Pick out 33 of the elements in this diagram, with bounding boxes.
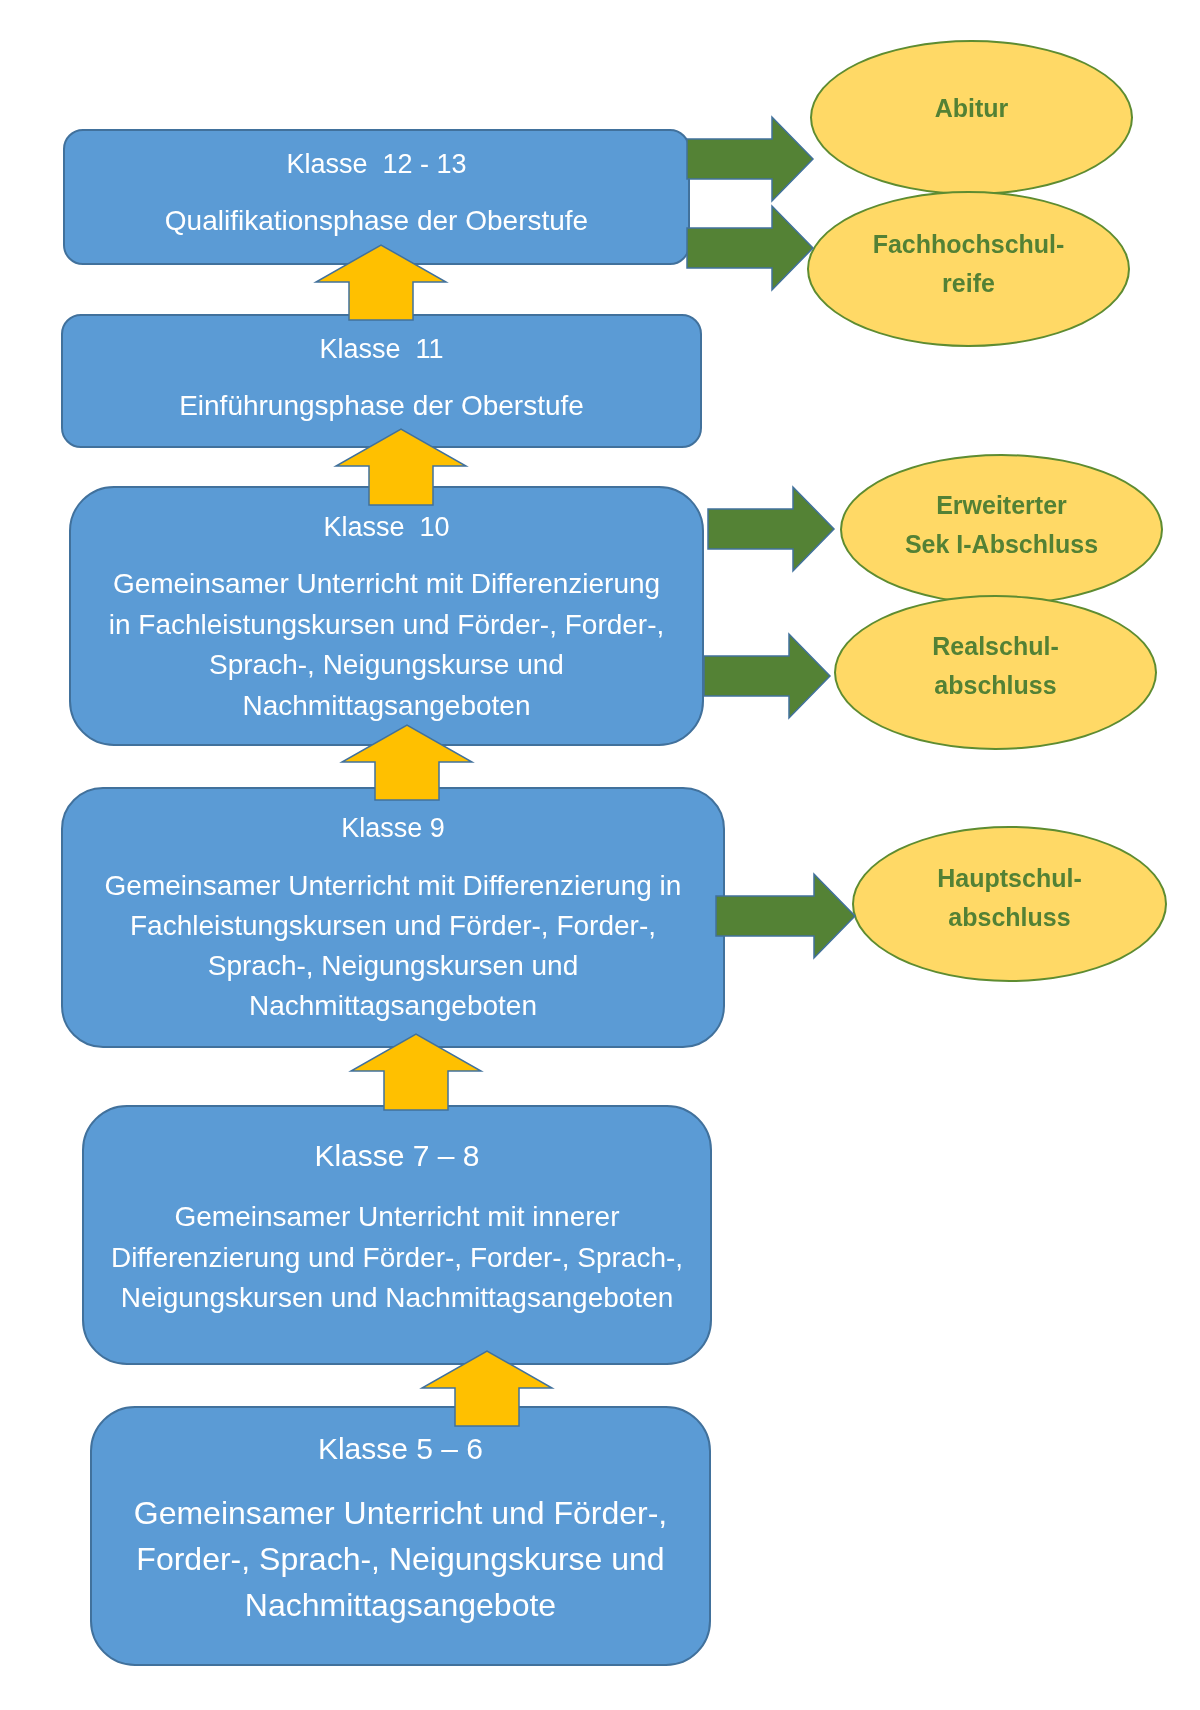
qualification-label: Erweiterter Sek I-Abschluss — [904, 490, 1099, 560]
grade-box — [69, 486, 704, 746]
qualification-label: Realschul- abschluss — [932, 631, 1059, 701]
block-arrow — [313, 244, 449, 321]
grade-box — [90, 1406, 711, 1666]
grade-heading: Klasse 12 - 13 — [286, 148, 467, 181]
grade-description: Gemeinsamer Unterricht mit innerer Differenzierung und Förder-, Forder-, Sprach-, Neigungskursen und Nachmittagsangeboten — [110, 1200, 684, 1315]
grade-box — [61, 314, 702, 448]
block-arrow — [686, 115, 815, 203]
grade-heading: Klasse 7 – 8 — [314, 1138, 480, 1174]
block-arrow — [419, 1350, 555, 1427]
block-arrow — [703, 632, 832, 720]
grade-heading: Klasse 5 – 6 — [317, 1431, 484, 1467]
grade-box — [63, 129, 690, 265]
block-arrow — [333, 428, 469, 506]
block-arrow — [686, 204, 815, 292]
grade-heading: Klasse 9 — [341, 812, 445, 845]
grade-description: Qualifikationsphase der Oberstufe — [164, 204, 589, 238]
grade-box — [82, 1105, 712, 1365]
grade-description: Gemeinsamer Unterricht mit Differenzierung in Fachleistungskursen und Förder-, Forder-, Sprach-, Neigungskurse und Nachmittagsangeboten — [108, 567, 665, 723]
grade-box — [61, 787, 725, 1048]
grade-description: Einführungsphase der Oberstufe — [179, 389, 584, 423]
block-arrow — [339, 724, 475, 801]
block-arrow — [707, 485, 836, 573]
grade-heading: Klasse 10 — [323, 511, 450, 544]
block-arrow — [715, 872, 857, 960]
qualification-label: Abitur — [934, 92, 1009, 124]
block-arrow — [348, 1033, 484, 1111]
grade-heading: Klasse 11 — [319, 333, 444, 366]
grade-description: Gemeinsamer Unterricht mit Differenzierung in Fachleistungskursen und Förder-, Forder-, Sprach-, Neigungskursen und Nachmittagsangeboten — [104, 869, 682, 1023]
grade-description: Gemeinsamer Unterricht und Förder-, Forder-, Sprach-, Neigungskurse und Nachmittagsangebote — [133, 1494, 668, 1625]
qualification-label: Fachhochschul- reife — [872, 229, 1065, 299]
qualification-label: Hauptschul- abschluss — [937, 863, 1082, 933]
